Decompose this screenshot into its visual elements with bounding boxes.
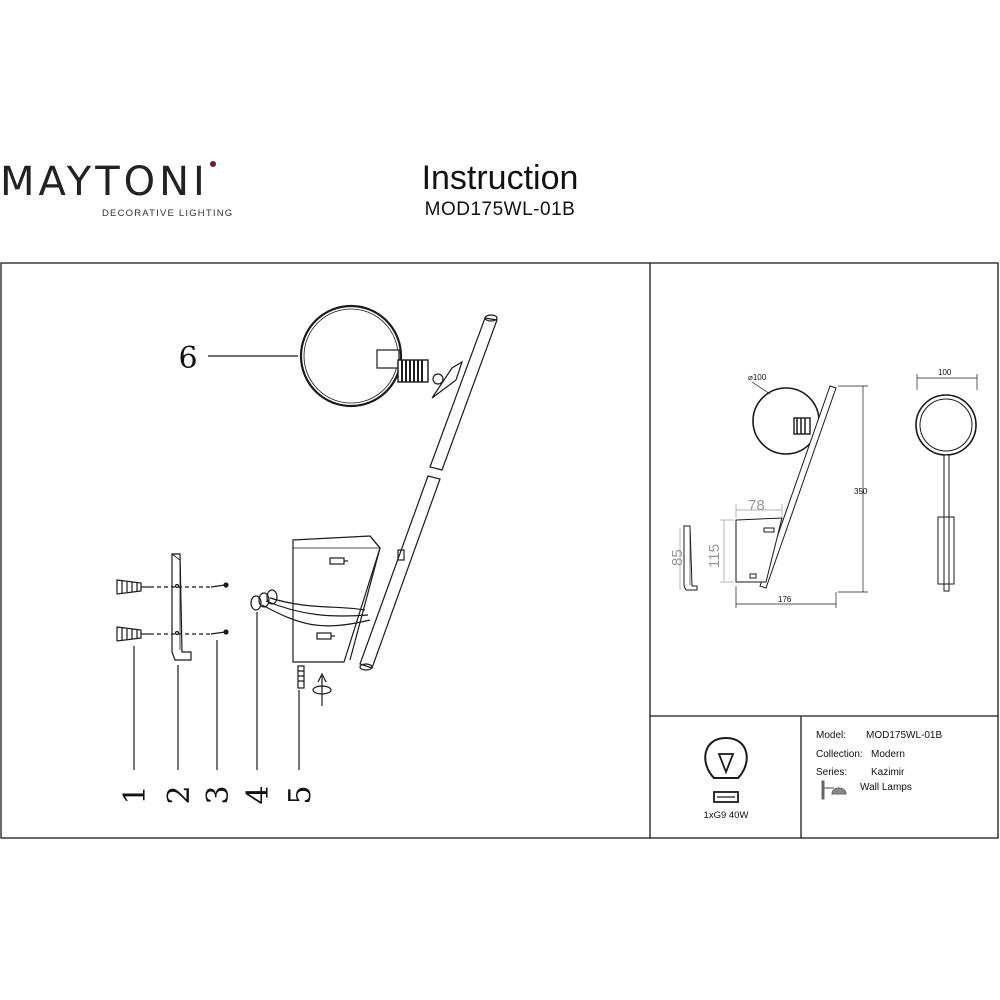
wire-1 bbox=[261, 604, 371, 627]
part-label-2: 2 bbox=[162, 785, 197, 804]
side-rod bbox=[759, 385, 837, 589]
plate-screw-top bbox=[329, 557, 348, 565]
wire-2 bbox=[265, 600, 369, 617]
spec-category: Wall Lamps bbox=[860, 782, 912, 793]
brand-accent-dot bbox=[210, 161, 216, 167]
front-view-drawing bbox=[915, 394, 977, 592]
fixing-screw bbox=[297, 665, 305, 689]
screw-bottom bbox=[210, 629, 229, 635]
rod-top-end bbox=[484, 314, 498, 322]
wall-plug-top bbox=[116, 579, 150, 595]
part-label-5: 5 bbox=[283, 785, 318, 804]
bulb-icon bbox=[704, 736, 748, 803]
wall-lamp-icon bbox=[821, 780, 847, 800]
mounting-bracket bbox=[171, 553, 192, 661]
wall-plate-box bbox=[292, 535, 381, 663]
front-rod bbox=[943, 454, 950, 592]
dim-plate-height: 115 bbox=[706, 544, 723, 568]
lamp-holder bbox=[376, 349, 400, 369]
rod-joint bbox=[397, 549, 405, 561]
wall-plug-bottom bbox=[116, 626, 150, 642]
spec-collection-value: Modern bbox=[871, 749, 905, 760]
assembly-drawing bbox=[116, 304, 498, 770]
front-ring-outer bbox=[915, 394, 977, 456]
terminal-block bbox=[250, 589, 278, 611]
brand-logo: MAYTONI DECORATIVE LIGHTING bbox=[0, 159, 232, 219]
rod-bottom-end bbox=[359, 663, 373, 671]
sheet-frame bbox=[0, 262, 999, 839]
plate-screw-bottom bbox=[316, 632, 335, 640]
dim-front-width: 100 bbox=[938, 368, 952, 377]
spec-series-label: Series: bbox=[816, 767, 848, 778]
side-wall-plate bbox=[735, 517, 783, 583]
document-model-number: MOD175WL-01B bbox=[424, 199, 576, 220]
part-label-3: 3 bbox=[201, 785, 236, 804]
brand-tagline: DECORATIVE LIGHTING bbox=[102, 208, 234, 219]
rod-upper bbox=[429, 317, 498, 471]
spec-model-label: Model: bbox=[816, 730, 847, 741]
rotate-symbol bbox=[312, 672, 332, 706]
connector-cap bbox=[431, 360, 464, 399]
side-screw bbox=[763, 527, 775, 533]
front-wall-plate bbox=[937, 516, 955, 585]
brand-name: MAYTONI bbox=[0, 159, 209, 205]
side-view-drawing bbox=[683, 385, 837, 591]
g9-socket-coil bbox=[397, 359, 429, 383]
dim-projection: 176 bbox=[778, 595, 792, 604]
part-label-1: 1 bbox=[118, 785, 153, 804]
part-label-6: 6 bbox=[178, 341, 197, 376]
dim-depth: 78 bbox=[748, 497, 765, 514]
dim-height: 350 bbox=[854, 487, 868, 496]
screw-top bbox=[210, 582, 229, 588]
spec-collection-label: Collection: bbox=[816, 749, 863, 760]
dimension-lines bbox=[679, 374, 978, 608]
connector-nut bbox=[432, 373, 444, 385]
front-ring-inner bbox=[919, 398, 973, 452]
spec-series-value: Kazimir bbox=[871, 767, 905, 778]
spec-model-value: MOD175WL-01B bbox=[866, 730, 943, 741]
dim-diameter: ⌀100 bbox=[748, 373, 767, 382]
part-label-4: 4 bbox=[241, 785, 276, 804]
document-title: Instruction bbox=[421, 159, 579, 197]
bulb-spec: 1xG9 40W bbox=[703, 810, 749, 821]
side-bracket bbox=[683, 525, 698, 591]
ring-shade bbox=[299, 304, 403, 408]
wire-3 bbox=[269, 597, 366, 611]
dim-bracket-height: 85 bbox=[669, 549, 686, 566]
side-socket bbox=[793, 417, 811, 435]
